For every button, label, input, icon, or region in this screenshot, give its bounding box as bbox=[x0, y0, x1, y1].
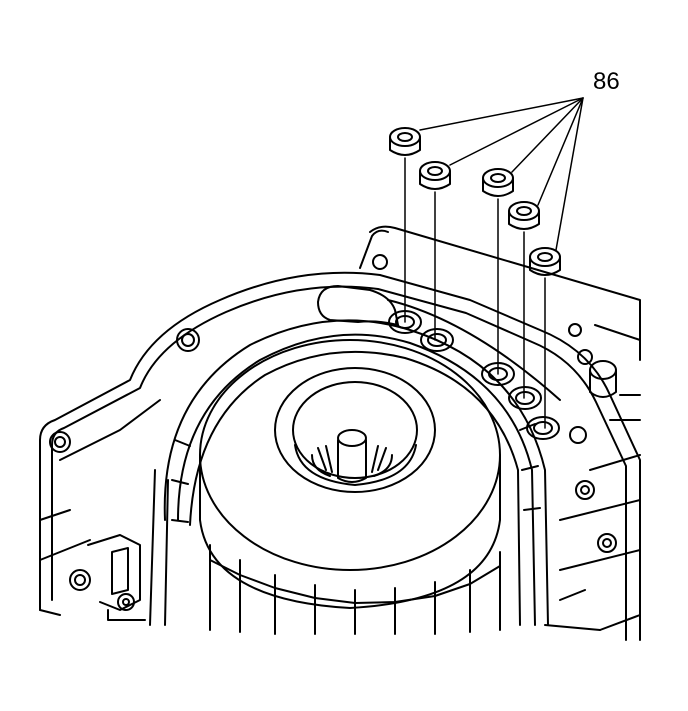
input-shaft bbox=[312, 430, 392, 482]
case-channel bbox=[318, 286, 398, 325]
seal bbox=[530, 248, 560, 275]
callout-leaders bbox=[420, 98, 583, 250]
seal bbox=[420, 162, 450, 189]
seal-bores bbox=[388, 300, 560, 439]
clutch-drum bbox=[150, 320, 548, 625]
case-mounting-holes bbox=[50, 255, 616, 590]
case-boss bbox=[578, 350, 616, 397]
drum-splines bbox=[172, 424, 540, 634]
seal bbox=[483, 169, 513, 196]
lower-structure bbox=[40, 395, 640, 630]
seal bbox=[390, 128, 420, 155]
callout-label-86: 86 bbox=[593, 68, 620, 95]
seal bbox=[509, 202, 539, 229]
transmission-case bbox=[40, 227, 640, 640]
installation-lines bbox=[405, 158, 545, 428]
seals bbox=[390, 128, 560, 275]
center-hub bbox=[200, 340, 500, 608]
sensor-connector bbox=[88, 535, 145, 620]
